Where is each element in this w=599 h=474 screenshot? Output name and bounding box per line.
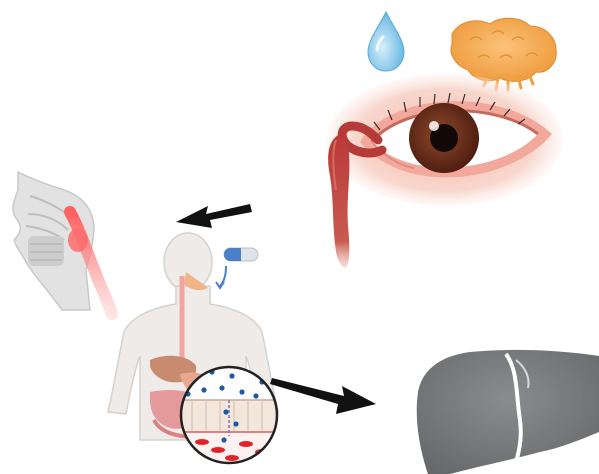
nasal-cavity-icon	[13, 172, 112, 314]
arrow-icon	[270, 378, 376, 414]
intestinal-absorption-inset-icon	[180, 367, 280, 464]
eye-drop-icon	[368, 12, 404, 71]
liver-icon	[417, 350, 599, 474]
arrow-icon	[176, 204, 252, 228]
capsule-icon	[216, 248, 258, 288]
eye-icon	[327, 74, 563, 206]
